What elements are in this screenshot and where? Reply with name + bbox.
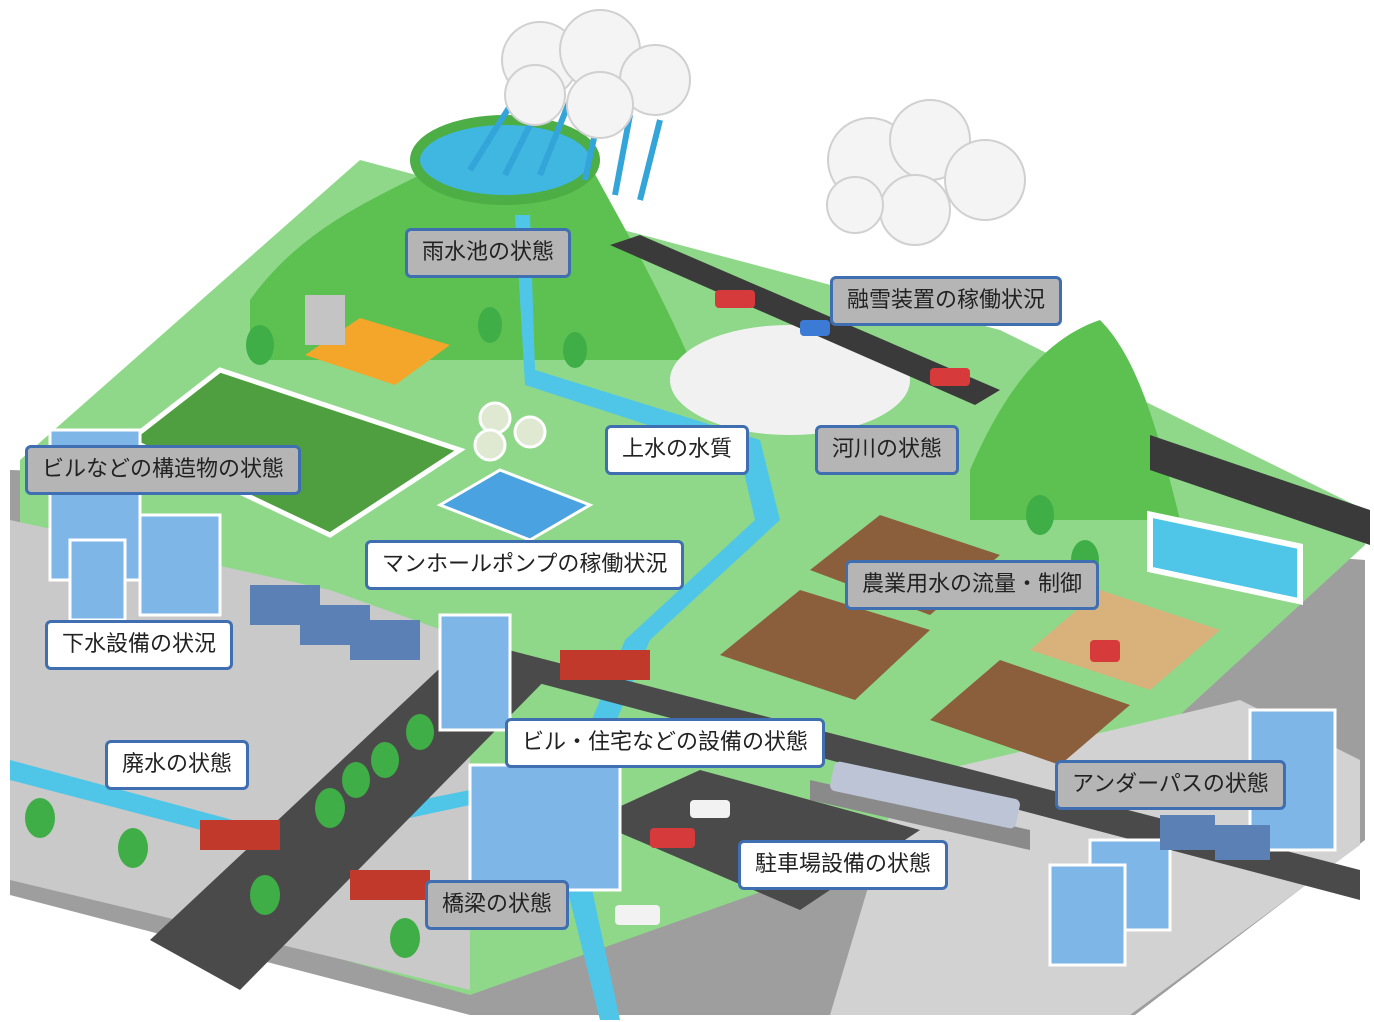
reservoir-right bbox=[1147, 510, 1303, 605]
bridge-top bbox=[560, 650, 650, 680]
rainwater-pond bbox=[410, 115, 600, 205]
parked-car-white-2 bbox=[615, 905, 660, 925]
bridge-left bbox=[200, 820, 280, 850]
red-car-1 bbox=[715, 290, 755, 308]
city-road-cross bbox=[470, 640, 1360, 900]
label-water-quality: 上水の水質 bbox=[605, 425, 750, 475]
red-car-2 bbox=[930, 368, 970, 386]
snow-cloud bbox=[826, 99, 1026, 246]
bridge-bottom bbox=[350, 870, 430, 900]
label-building-equipment: ビル・住宅などの設備の状態 bbox=[505, 718, 826, 768]
label-manhole-pump: マンホールポンプの稼働状況 bbox=[365, 540, 685, 590]
farm-field-2 bbox=[720, 590, 930, 700]
label-sewer: 下水設備の状況 bbox=[45, 620, 234, 670]
parked-car-white bbox=[690, 800, 730, 818]
rain-cloud bbox=[501, 9, 691, 139]
snow-field bbox=[670, 325, 910, 435]
label-river: 河川の状態 bbox=[815, 425, 960, 475]
farm-field-4 bbox=[1030, 590, 1220, 690]
label-rainwater-pond: 雨水池の状態 bbox=[405, 228, 572, 278]
label-building-structures: ビルなどの構造物の状態 bbox=[25, 445, 302, 495]
parked-car-red bbox=[650, 828, 695, 848]
tractor bbox=[1090, 640, 1120, 662]
water-treatment bbox=[436, 401, 594, 542]
label-agri-water: 農業用水の流量・制御 bbox=[845, 560, 1100, 610]
farm-field-3 bbox=[930, 660, 1130, 765]
blue-car bbox=[800, 320, 830, 336]
label-wastewater: 廃水の状態 bbox=[105, 740, 250, 790]
highway-right bbox=[1150, 435, 1370, 545]
silos bbox=[305, 295, 345, 345]
label-snow-melting: 融雪装置の稼働状況 bbox=[830, 276, 1063, 326]
houses bbox=[250, 585, 1270, 860]
label-underpass: アンダーパスの状態 bbox=[1055, 760, 1286, 810]
label-bridge: 橋梁の状態 bbox=[425, 880, 570, 930]
train bbox=[830, 761, 1020, 829]
right-mountain bbox=[970, 320, 1180, 520]
label-parking: 駐車場設備の状態 bbox=[738, 840, 949, 890]
